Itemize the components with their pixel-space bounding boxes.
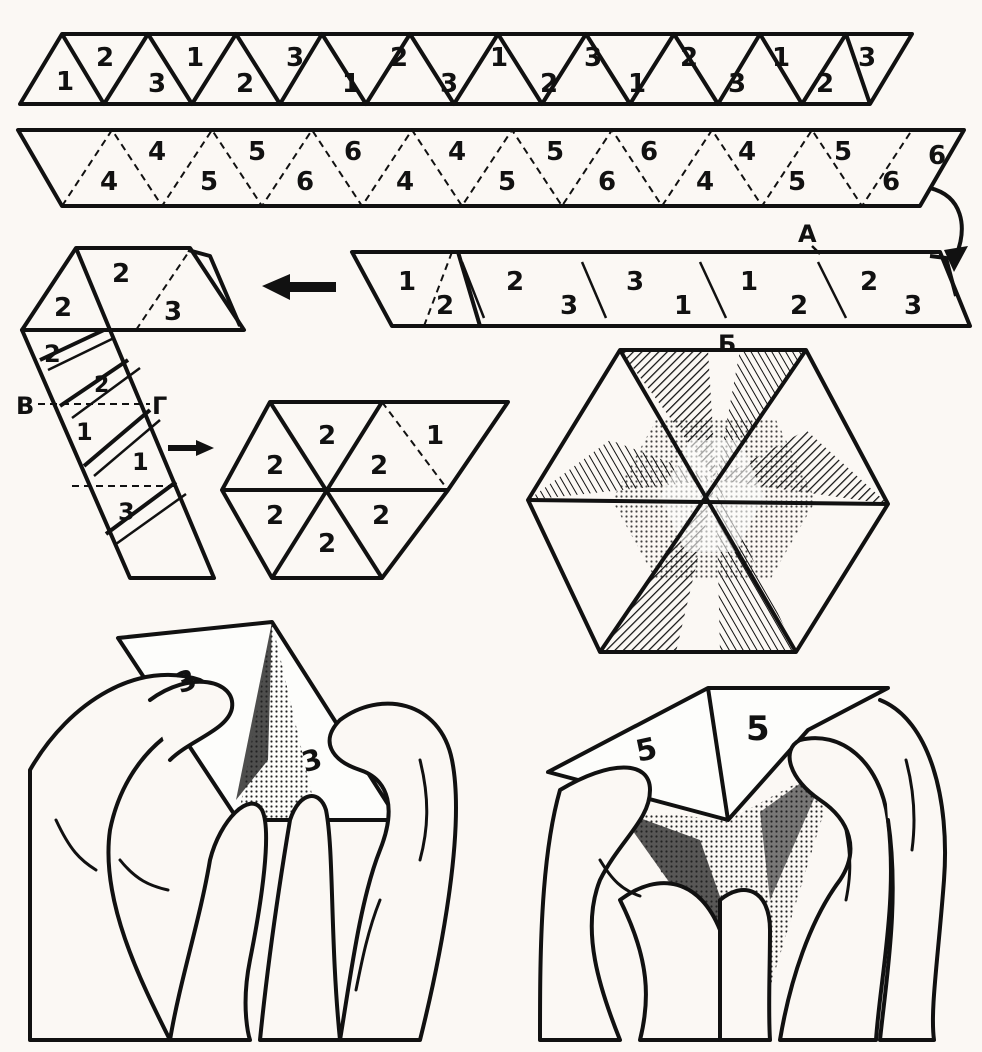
strip-column: 2 2 1 1 3 В Г	[16, 330, 214, 578]
strip4-label: 2	[112, 259, 130, 289]
rhombus-label: 2	[266, 501, 284, 531]
strip2-label: 5	[546, 137, 564, 167]
point-a-label: А	[798, 220, 817, 248]
strip4-label: 3	[164, 297, 182, 327]
strip1-label: 2	[816, 69, 834, 99]
column-label: 1	[132, 448, 149, 476]
hands-pinching-illustration: 3 3	[30, 622, 456, 1040]
strip2-label: 4	[448, 137, 466, 167]
strip2-label: 6	[296, 167, 314, 197]
strip2-label: 5	[498, 167, 516, 197]
column-label: 3	[118, 498, 135, 526]
strip-folded: 1 2 2 3 3 1 1 2 2 3 А	[352, 220, 970, 326]
strip3-label: 1	[674, 291, 692, 321]
strip2-label: 4	[738, 137, 756, 167]
strip-front-labels: 1 2 3 1 2 3 1 2 3 1 2 3 1 2 3 1 2 3	[56, 43, 876, 99]
strip2-label: 5	[200, 167, 218, 197]
strip1-label: 1	[342, 69, 360, 99]
hands-holding-illustration: 5 5	[540, 688, 945, 1040]
strip3-label: 2	[860, 267, 878, 297]
point-b-label: Б	[718, 330, 736, 358]
strip1-label: 3	[286, 43, 304, 73]
strip3-label: 1	[398, 267, 416, 297]
strip-top-left: 2 2 3	[22, 248, 244, 330]
strip2-label: 6	[882, 167, 900, 197]
strip1-label: 3	[584, 43, 602, 73]
strip1-label: 1	[628, 69, 646, 99]
strip2-label: 4	[100, 167, 118, 197]
strip2-label: 5	[834, 137, 852, 167]
strip1-label: 2	[390, 43, 408, 73]
finished-hexaflexagon: Б	[528, 330, 888, 652]
column-label: 1	[76, 418, 93, 446]
strip3-label: 2	[790, 291, 808, 321]
point-g-label: Г	[152, 392, 167, 420]
strip2-label: 6	[640, 137, 658, 167]
rhombus-label: 2	[372, 501, 390, 531]
strip4-label: 2	[54, 293, 72, 323]
strip-front-face: 1 2 3 1 2 3 1 2 3 1 2 3 1 2 3 1 2 3	[20, 34, 912, 104]
column-label: 2	[94, 373, 109, 398]
hand-label: 5	[746, 709, 770, 749]
strip2-label: 6	[344, 137, 362, 167]
strip-back-face: 4 4 5 5 6 6 4 4 5 5 6 6 4 4 5 5 6 6	[18, 130, 964, 206]
strip1-label: 2	[680, 43, 698, 73]
strip2-label: 6	[928, 141, 946, 171]
strip2-label: 4	[396, 167, 414, 197]
rhombus-label: 1	[426, 421, 444, 451]
strip1-label: 2	[540, 69, 558, 99]
rhombus-assembly: 2 1 2 2 2 2 2	[222, 402, 508, 578]
strip2-label: 5	[248, 137, 266, 167]
strip1-label: 1	[490, 43, 508, 73]
strip1-label: 1	[772, 43, 790, 73]
curved-arrow-icon	[930, 188, 968, 272]
strip1-label: 3	[858, 43, 876, 73]
strip3-label: 3	[904, 291, 922, 321]
rhombus-label: 2	[370, 451, 388, 481]
left-arrow-icon	[262, 274, 336, 300]
strip-back-labels: 4 4 5 5 6 6 4 4 5 5 6 6 4 4 5 5 6 6	[100, 137, 946, 197]
strip1-label: 3	[728, 69, 746, 99]
strip3-label: 2	[436, 291, 454, 321]
rhombus-label: 2	[266, 451, 284, 481]
strip3-label: 2	[506, 267, 524, 297]
strip1-label: 1	[56, 67, 74, 97]
point-v-label: В	[16, 392, 34, 420]
strip1-label: 1	[186, 43, 204, 73]
strip2-label: 6	[598, 167, 616, 197]
rhombus-label: 2	[318, 421, 336, 451]
strip3-label: 1	[740, 267, 758, 297]
strip3-label: 3	[626, 267, 644, 297]
strip1-label: 3	[440, 69, 458, 99]
strip1-label: 2	[96, 43, 114, 73]
strip2-label: 4	[148, 137, 166, 167]
strip2-label: 5	[788, 167, 806, 197]
strip2-label: 4	[696, 167, 714, 197]
rhombus-label: 2	[318, 529, 336, 559]
strip1-label: 3	[148, 69, 166, 99]
column-label: 2	[44, 340, 61, 368]
right-arrow-icon	[168, 440, 214, 456]
strip3-label: 3	[560, 291, 578, 321]
strip1-label: 2	[236, 69, 254, 99]
